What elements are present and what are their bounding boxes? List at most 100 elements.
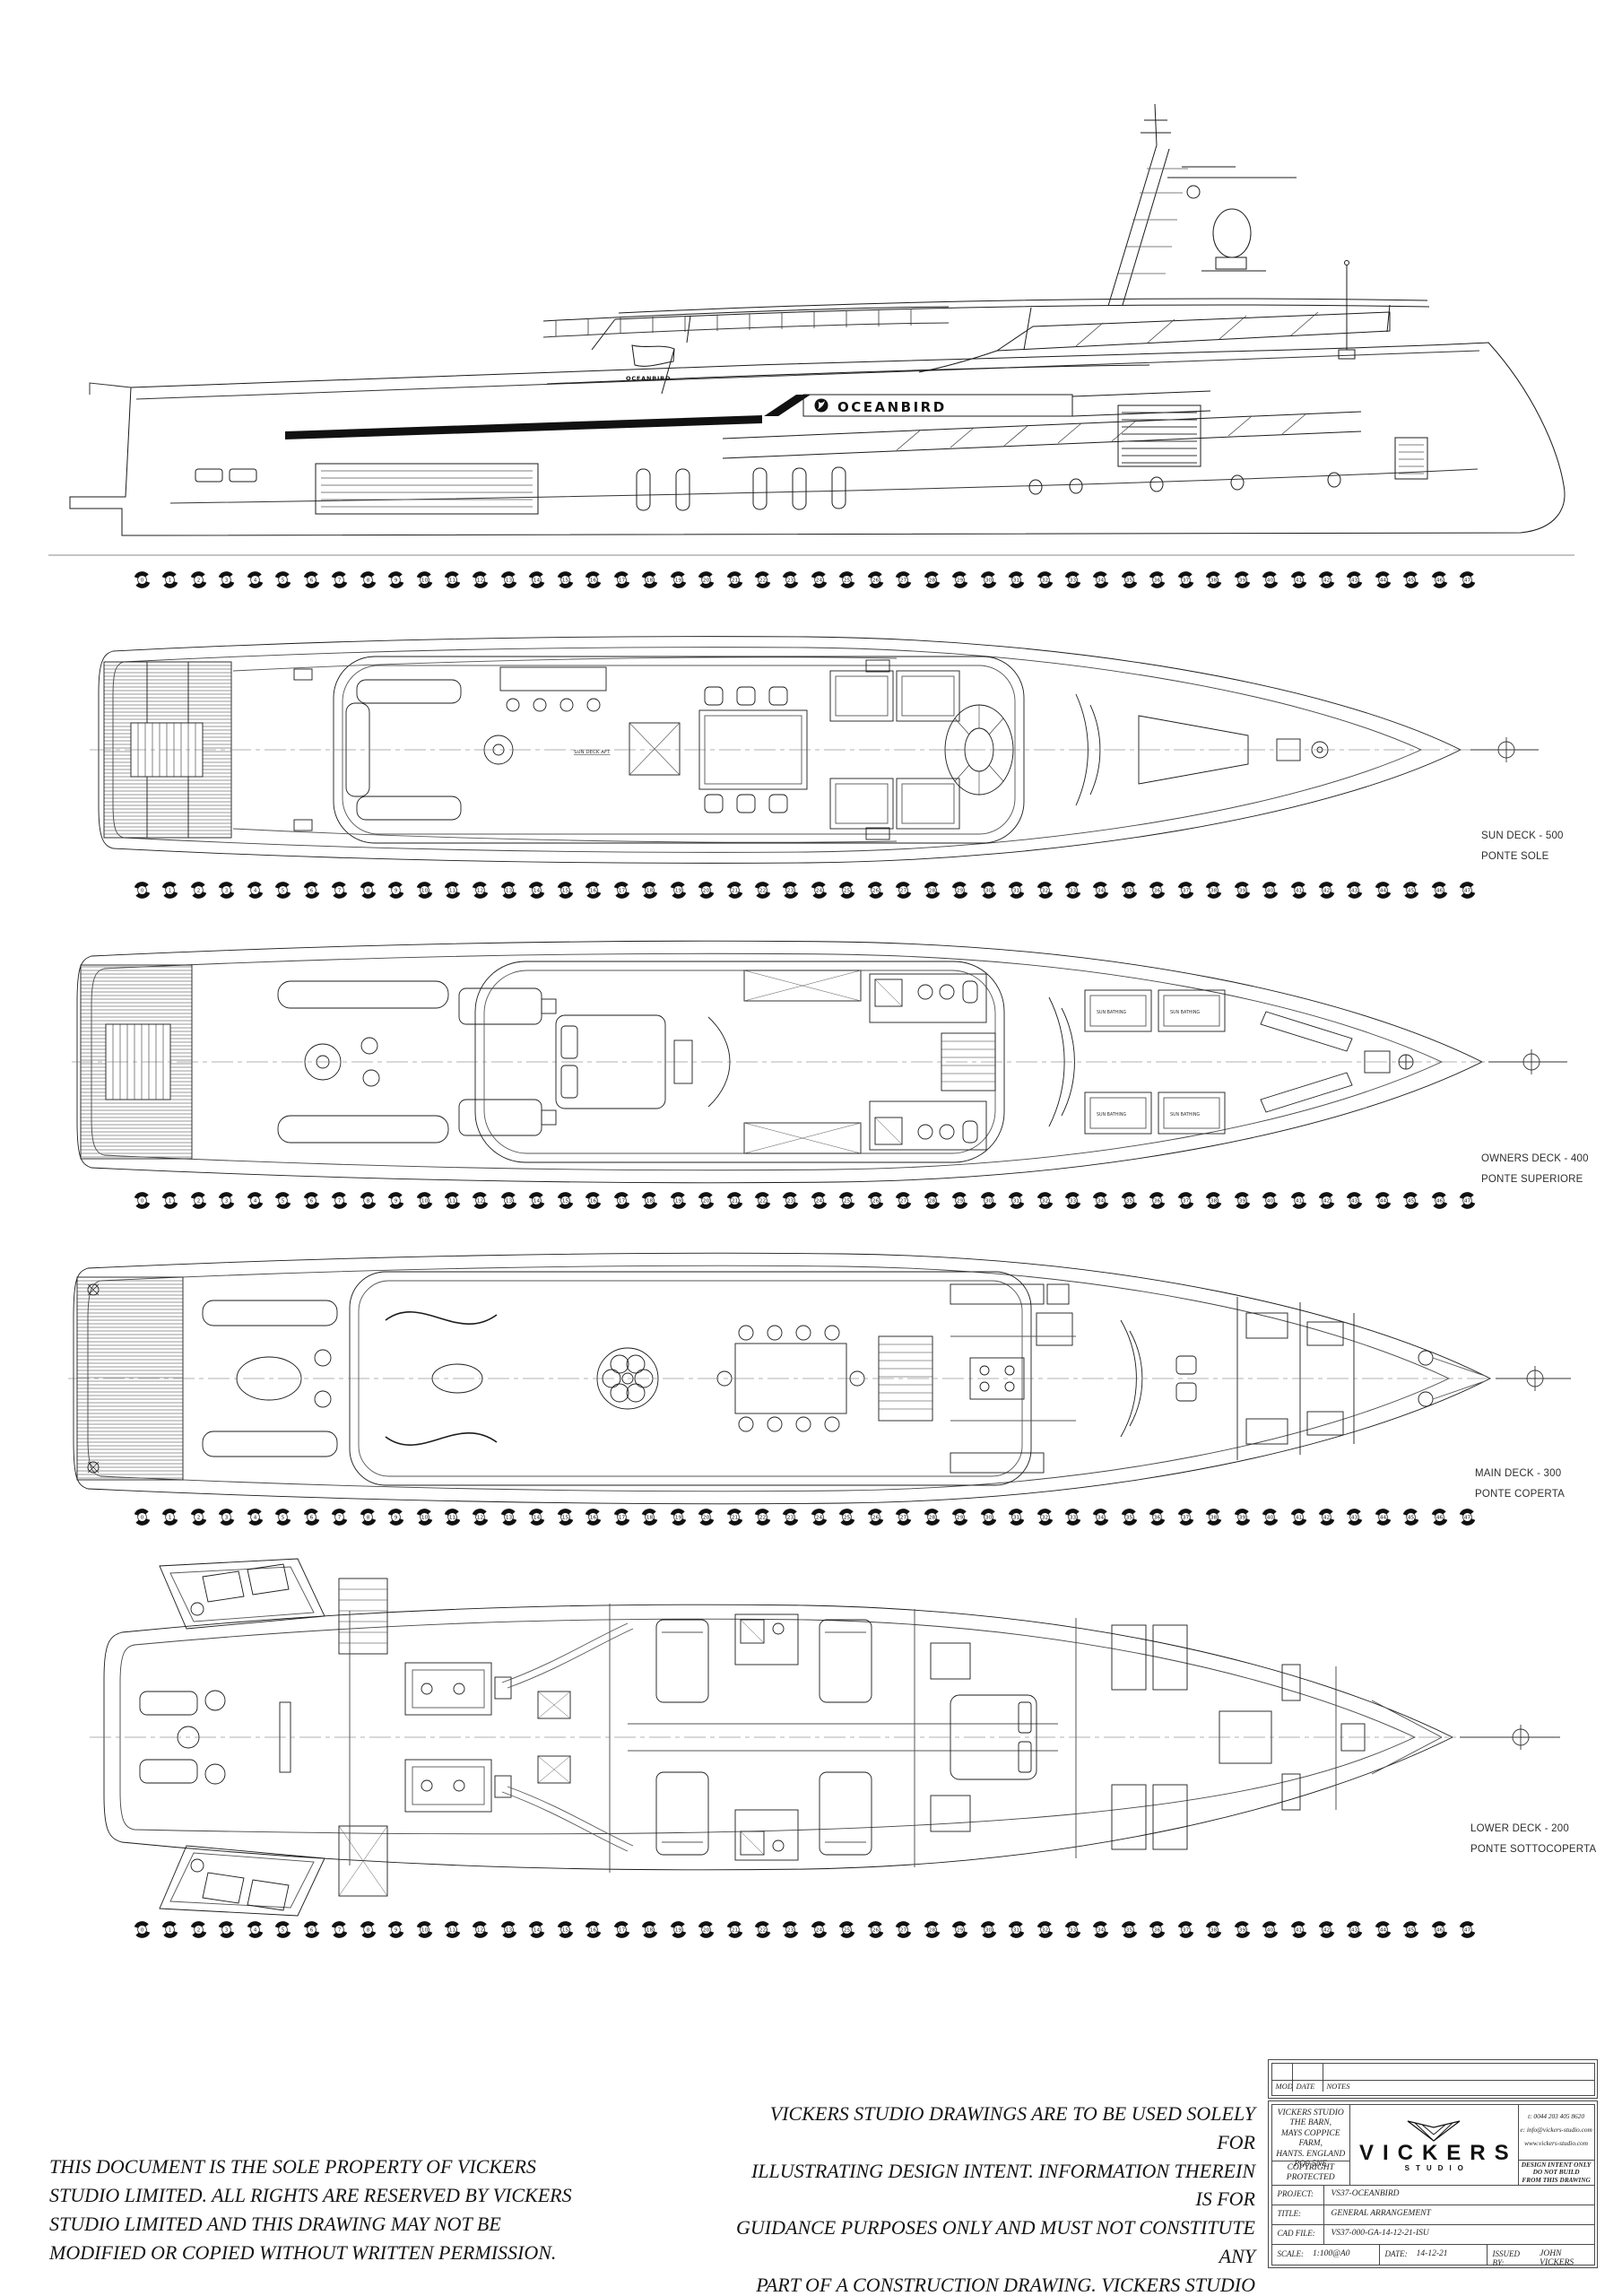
station-marker: 46 — [1430, 1191, 1449, 1210]
bow-seat — [1260, 1011, 1353, 1052]
svg-text:37: 37 — [1183, 1515, 1190, 1520]
station-marker: 32 — [1036, 881, 1054, 900]
svg-text:16: 16 — [590, 1198, 597, 1204]
svg-text:0: 0 — [141, 1198, 144, 1204]
station-marker: 22 — [753, 1508, 772, 1526]
station-marker: 44 — [1374, 1508, 1392, 1526]
station-marker: 11 — [443, 570, 462, 589]
louver-stack — [1117, 404, 1201, 467]
station-marker: 17 — [612, 881, 631, 900]
station-marker: 46 — [1430, 881, 1449, 900]
sheer-stripe — [285, 415, 762, 439]
station-marker: 7 — [330, 1920, 349, 1939]
sun-pad — [829, 778, 894, 830]
svg-text:12: 12 — [477, 1515, 484, 1520]
station-marker: 26 — [866, 1508, 885, 1526]
station-marker: 5 — [273, 1508, 292, 1526]
svg-text:8: 8 — [366, 888, 369, 893]
svg-text:17: 17 — [619, 888, 626, 893]
station-marker: 11 — [443, 1508, 462, 1526]
station-marker: 42 — [1317, 1920, 1336, 1939]
station-marker: 20 — [697, 1920, 716, 1939]
svg-text:28: 28 — [929, 1927, 936, 1933]
station-marker: 10 — [415, 1920, 434, 1939]
svg-text:33: 33 — [1070, 1515, 1077, 1520]
station-marker: 13 — [499, 1191, 518, 1210]
svg-text:37: 37 — [1183, 1927, 1190, 1933]
svg-text:23: 23 — [787, 1927, 794, 1933]
svg-text:0: 0 — [141, 578, 144, 583]
brand-name: VICKERS — [1358, 2140, 1518, 2165]
station-marker: 30 — [979, 1191, 998, 1210]
station-marker: 14 — [527, 1508, 546, 1526]
svg-text:22: 22 — [759, 1515, 767, 1520]
station-marker: 3 — [217, 570, 236, 589]
station-marker: 6 — [302, 1508, 321, 1526]
svg-text:18: 18 — [646, 578, 654, 583]
station-marker: 20 — [697, 570, 716, 589]
sofa — [356, 796, 462, 821]
station-marker: 1 — [160, 1920, 179, 1939]
station-marker: 23 — [781, 570, 800, 589]
svg-text:37: 37 — [1183, 578, 1190, 583]
station-marker: 4 — [246, 1191, 265, 1210]
svg-text:18: 18 — [646, 1927, 654, 1933]
rev-col-notes: NOTES — [1322, 2080, 1594, 2092]
svg-text:21: 21 — [731, 888, 738, 893]
svg-text:9: 9 — [395, 1515, 398, 1520]
station-marker: 35 — [1120, 1508, 1139, 1526]
svg-text:14: 14 — [533, 1515, 541, 1520]
station-marker: 14 — [527, 1920, 546, 1939]
svg-text:6: 6 — [309, 1198, 313, 1204]
svg-text:14: 14 — [533, 888, 541, 893]
vickers-wings-icon — [1407, 2119, 1461, 2142]
station-marker: 28 — [923, 570, 941, 589]
station-marker: 17 — [612, 1191, 631, 1210]
station-marker: 44 — [1374, 1191, 1392, 1210]
revision-empty-row — [1272, 2063, 1594, 2080]
station-marker: 36 — [1148, 881, 1167, 900]
station-marker: 17 — [612, 1508, 631, 1526]
svg-text:40: 40 — [1267, 578, 1274, 583]
svg-text:1: 1 — [169, 1198, 172, 1204]
svg-text:40: 40 — [1267, 1198, 1274, 1204]
svg-text:47: 47 — [1464, 1515, 1471, 1520]
station-marker: 0 — [133, 1191, 152, 1210]
svg-text:41: 41 — [1295, 1198, 1302, 1204]
station-marker: 1 — [160, 881, 179, 900]
station-marker: 13 — [499, 1920, 518, 1939]
svg-text:36: 36 — [1154, 1198, 1161, 1204]
bridge-glass — [995, 311, 1391, 352]
svg-text:36: 36 — [1154, 1927, 1161, 1933]
svg-text:34: 34 — [1097, 1515, 1105, 1520]
station-marker: 12 — [471, 570, 490, 589]
title-block-row: PROJECT: VS37-OCEANBIRD — [1271, 2184, 1594, 2205]
sun-deck-plan: SUN DECK AFT — [90, 636, 1539, 864]
stern-flag — [631, 344, 675, 395]
svg-text:35: 35 — [1126, 1515, 1133, 1520]
station-marker: 14 — [527, 1191, 546, 1210]
station-marker: 8 — [359, 570, 377, 589]
svg-text:2: 2 — [197, 1515, 201, 1520]
station-marker: 16 — [584, 1920, 603, 1939]
station-marker: 29 — [950, 570, 969, 589]
svg-text:28: 28 — [929, 1515, 936, 1520]
hull-windows — [195, 466, 1341, 511]
station-marker: 37 — [1176, 570, 1195, 589]
svg-text:39: 39 — [1239, 888, 1246, 893]
svg-text:28: 28 — [929, 1198, 936, 1204]
station-marker: 14 — [527, 570, 546, 589]
svg-text:41: 41 — [1295, 888, 1302, 893]
station-marker: 33 — [1063, 1920, 1082, 1939]
station-marker: 22 — [753, 881, 772, 900]
svg-text:10: 10 — [421, 1927, 428, 1933]
station-marker: 12 — [471, 881, 490, 900]
svg-text:42: 42 — [1323, 888, 1331, 893]
station-marker: 34 — [1091, 1191, 1110, 1210]
svg-text:3: 3 — [225, 1927, 229, 1933]
svg-text:47: 47 — [1464, 1198, 1471, 1204]
svg-text:38: 38 — [1210, 1515, 1218, 1520]
